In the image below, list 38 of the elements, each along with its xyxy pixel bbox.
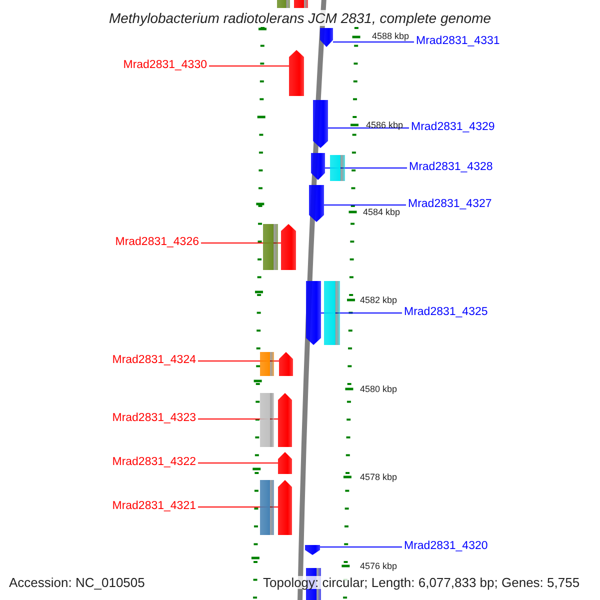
gene-label: Mrad2831_4328 (409, 162, 493, 174)
gene-glyph (311, 153, 325, 180)
gene-label: Mrad2831_4331 (416, 36, 500, 48)
gene-glyph (313, 100, 328, 148)
gene-glyph (306, 281, 321, 345)
gene-label: Mrad2831_4321 (112, 501, 196, 512)
gene-glyph (281, 224, 296, 270)
gene-glyph (320, 28, 333, 47)
genome-stats-text: Topology: circular; Length: 6,077,833 bp; Genes: 5,755 (263, 576, 580, 588)
gene-label: Mrad2831_4323 (112, 413, 196, 424)
leader-line (198, 360, 280, 362)
scale-label: 4578 kbp (360, 472, 398, 482)
scale-label: 4576 kbp (360, 562, 398, 570)
gene-label: Mrad2831_4327 (408, 199, 492, 210)
gene-glyph (278, 393, 292, 447)
gene-label: Mrad2831_4320 (404, 541, 488, 552)
gene-label: Mrad2831_4330 (123, 60, 207, 72)
gene-glyph (309, 185, 324, 222)
scale-label: 4588 kbp (372, 32, 410, 40)
leader-line (320, 546, 402, 548)
leader-line (198, 462, 278, 464)
gene-label: Mrad2831_4324 (112, 355, 196, 366)
gene-label: Mrad2831_4325 (404, 307, 488, 318)
scale-label: 4582 kbp (360, 296, 398, 304)
gene-glyph (278, 480, 292, 535)
scale-label: 4580 kbp (360, 384, 398, 394)
gene-label: Mrad2831_4326 (115, 237, 199, 248)
gene-glyph (278, 452, 292, 474)
gene-glyph (279, 352, 293, 376)
gene-label: Mrad2831_4322 (112, 457, 196, 468)
accession-text: Accession: NC_010505 (9, 576, 145, 588)
gene-label: Mrad2831_4329 (411, 122, 495, 134)
gene-glyph (305, 545, 320, 555)
scale-label: 4584 kbp (363, 208, 400, 216)
map-title: Methylobacterium radiotolerans JCM 2831, complete genome (108, 11, 492, 25)
scale-label: 4586 kbp (366, 120, 404, 130)
gene-glyph (289, 50, 304, 96)
leader-line (324, 204, 406, 206)
